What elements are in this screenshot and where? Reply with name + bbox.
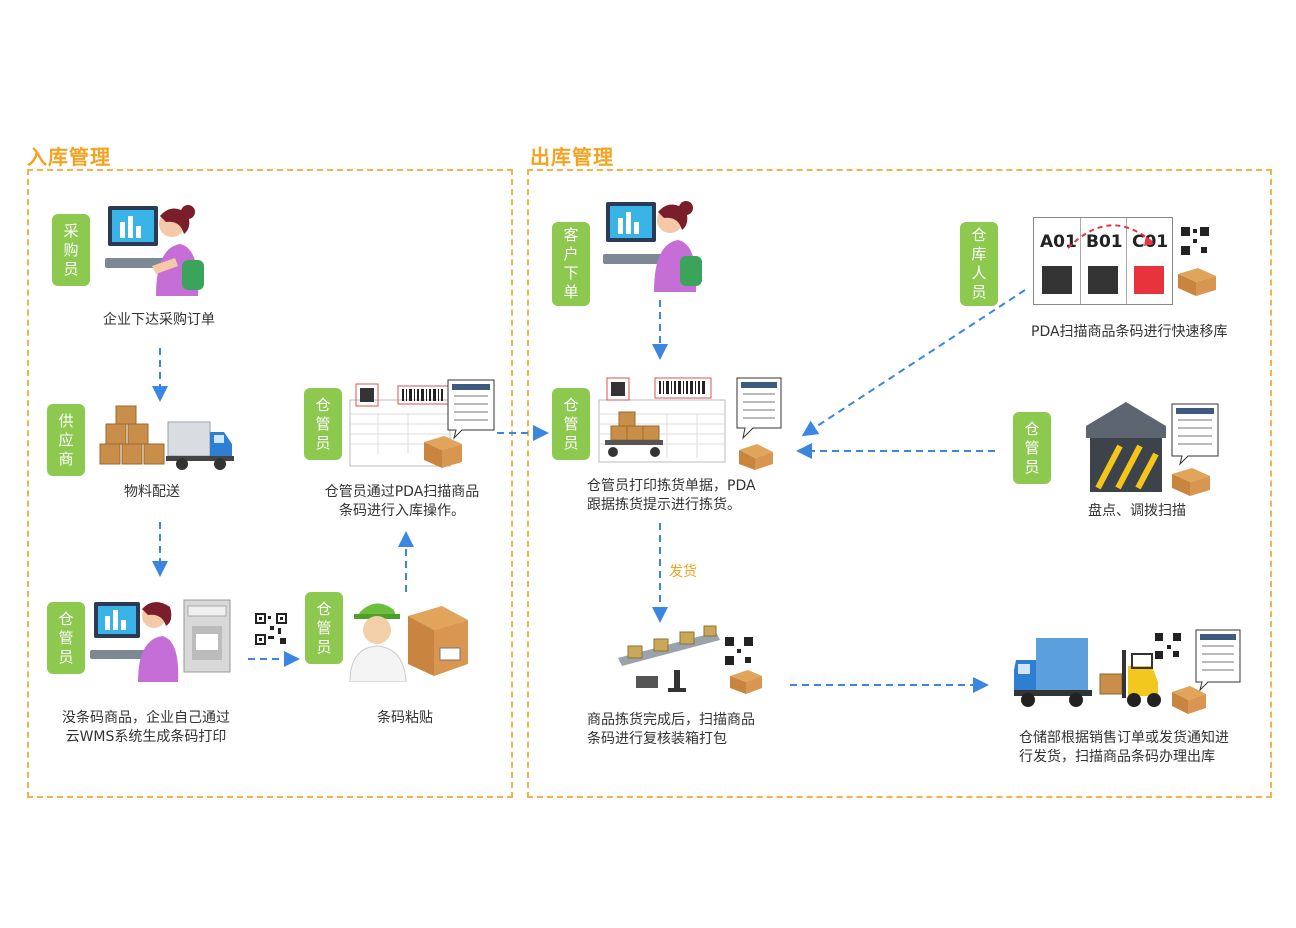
arrow-move-to-picking (801, 289, 1026, 437)
inbound-panel (27, 169, 513, 798)
picking-badge: 仓管员 (552, 388, 590, 460)
move-badge: 仓库人员 (960, 222, 998, 306)
move-caption: PDA扫描商品条码进行快速移库 (1031, 324, 1228, 340)
move-arc-arrow (1067, 224, 1154, 249)
picking-document-cart-icon (598, 377, 782, 470)
shelf-slot-c01 (1134, 266, 1164, 294)
supplier-caption: 物料配送 (124, 484, 180, 500)
worker-box-icon (349, 603, 468, 682)
truck-forklift-pda-icon (1014, 629, 1241, 714)
label-caption: 条码粘贴 (377, 710, 433, 726)
shelf-slot-b01 (1088, 266, 1118, 294)
buyer-badge: 采购员 (52, 214, 90, 286)
move-qr-box-icon (1178, 226, 1216, 296)
customer-badge: 客户下单 (552, 222, 590, 306)
scan-badge: 仓管员 (304, 388, 342, 460)
outbound-panel (527, 169, 1272, 798)
dispatch-caption: 仓储部根据销售订单或发货通知进行发货，扫描商品条码办理出库 (1019, 730, 1229, 765)
customer-computer-icon (603, 201, 702, 292)
inbound-document-pda-icon (349, 379, 495, 468)
conveyor-scanner-icon (618, 625, 762, 694)
print-caption: 没条码商品，企业自己通过云WMS系统生成条码打印 (62, 710, 230, 745)
buyer-caption: 企业下达采购订单 (103, 312, 215, 328)
buyer-computer-icon (105, 205, 204, 296)
inbound-section-title: 入库管理 (27, 145, 111, 169)
count-badge: 仓管员 (1013, 412, 1051, 484)
count-caption: 盘点、调拨扫描 (1088, 503, 1186, 519)
scan-caption: 仓管员通过PDA扫描商品条码进行入库操作。 (324, 484, 480, 519)
pack-caption: 商品拣货完成后，扫描商品条码进行复核装箱打包 (587, 712, 755, 747)
outbound-section-title: 出库管理 (530, 145, 614, 169)
shelf-label-b01: B01 (1086, 232, 1123, 252)
ship-label: 发货 (669, 564, 697, 580)
print-badge: 仓管员 (47, 602, 85, 674)
qr-code-icon (254, 612, 288, 646)
warehouse-pda-icon (1086, 402, 1219, 496)
supplier-badge: 供应商 (47, 404, 85, 476)
boxes-truck-icon (99, 405, 234, 470)
computer-printer-icon (90, 599, 231, 682)
shelf-slot-a01 (1042, 266, 1072, 294)
label-badge: 仓管员 (305, 592, 343, 664)
